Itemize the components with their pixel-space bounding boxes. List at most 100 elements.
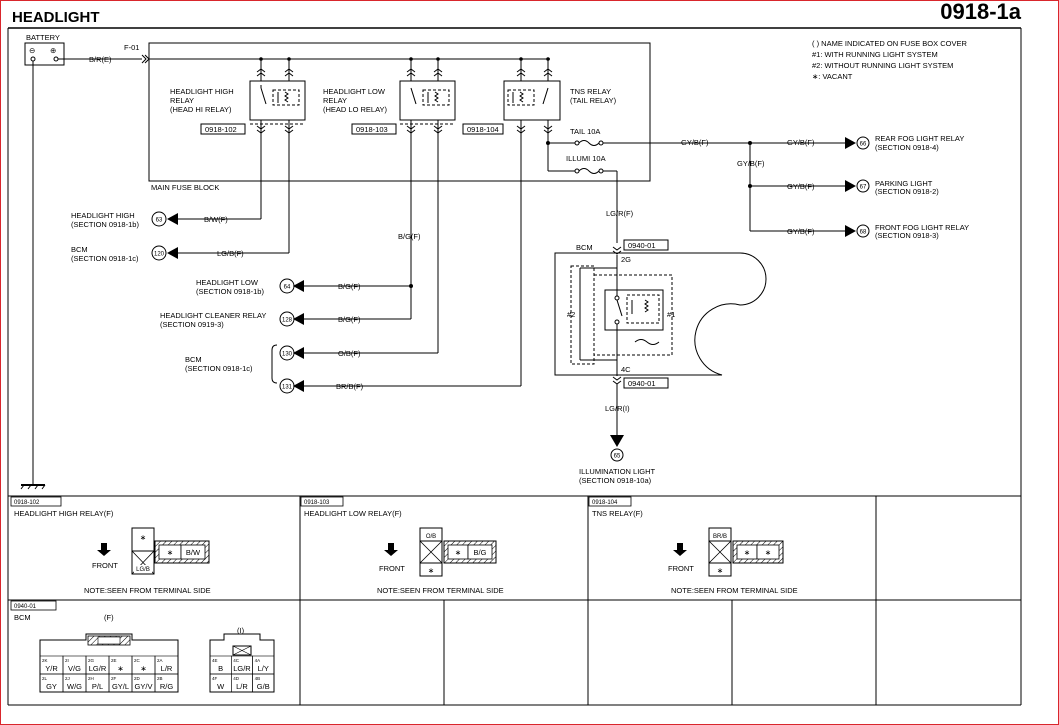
pin-wire: ∗: [140, 664, 146, 673]
connector-code: 0918-104: [592, 500, 618, 506]
wire-label: LG/R(F): [606, 209, 634, 218]
pin-wire: GY/V: [135, 682, 153, 691]
right-outputs: GY/B(F) GY/B(F) GY/B(F) GY/B(F) 66 67 68…: [737, 134, 969, 240]
wire-label: BR/B(F): [336, 382, 364, 391]
connector-title: TNS RELAY(F): [592, 509, 643, 518]
pin-id: 4F: [212, 676, 218, 681]
ref-number: 64: [284, 285, 291, 291]
hash2-label: #2: [567, 310, 575, 319]
pin-label: B/W: [186, 548, 201, 557]
relay-name: TNS RELAY: [570, 87, 611, 96]
front-arrow-icon: [673, 543, 687, 556]
relay-name: (TAIL RELAY): [570, 96, 617, 105]
connector-code: 0918-103: [304, 500, 330, 506]
wire-label: B/G(F): [338, 282, 361, 291]
connector-headlight-low-relay: 0918-103 HEADLIGHT LOW RELAY(F) FRONT O/…: [304, 500, 504, 595]
legend-item: #2: WITHOUT RUNNING LIGHT SYSTEM: [812, 61, 953, 70]
page-title: HEADLIGHT: [12, 9, 100, 26]
pin-label: 2G: [621, 255, 631, 264]
connector-title: HEADLIGHT HIGH RELAY(F): [14, 509, 114, 518]
ref-number: 120: [154, 252, 165, 258]
connector-note: NOTE:SEEN FROM TERMINAL SIDE: [671, 586, 798, 595]
pin-wire: B: [218, 664, 223, 673]
pin-wire: V/G: [68, 664, 81, 673]
tail-wire-label: GY/B(F): [681, 138, 709, 147]
pin-id: 4A: [255, 658, 261, 663]
connector-title: HEADLIGHT LOW RELAY(F): [304, 509, 402, 518]
relay-code: 0918-102: [205, 125, 237, 134]
output-name: HEADLIGHT CLEANER RELAY: [160, 311, 266, 320]
battery-label: BATTERY: [26, 33, 60, 42]
cavity-label: ∗: [140, 533, 146, 542]
headlight-low-relay: HEADLIGHT LOW RELAY (HEAD LO RELAY) 0918…: [323, 57, 456, 353]
illumi-fuse-label: ILLUMI 10A: [566, 154, 606, 163]
output-section: (SECTION 0919-3): [160, 320, 224, 329]
wire-label: GY/B(F): [787, 182, 815, 191]
page-code: 0918-1a: [940, 0, 1022, 24]
cavity-label: LG/B: [136, 567, 150, 573]
output-section: (SECTION 0918-1c): [71, 254, 139, 263]
connector-tns-relay: 0918-104 TNS RELAY(F) FRONT BR/B ∗ ∗ ∗ N…: [592, 500, 798, 595]
illumination-name: ILLUMINATION LIGHT: [579, 467, 656, 476]
pin-id: 2I: [65, 658, 69, 663]
pin-id: 4C: [233, 658, 240, 663]
pin-id: 2D: [134, 676, 141, 681]
connector-title: BCM: [14, 613, 31, 622]
bcm-module: BCM 0940-01 LG/R(F) 2G #2 #1 4C 0940-01 …: [554, 209, 767, 485]
headlight-high-relay: HEADLIGHT HIGH RELAY (HEAD HI RELAY) 091…: [170, 57, 306, 253]
pin-cell: [154, 673, 179, 693]
wire-label: LG/R(I): [605, 404, 630, 413]
wire-label: GY/B(F): [787, 138, 815, 147]
output-name: REAR FOG LIGHT RELAY: [875, 134, 964, 143]
relay-code: 0918-103: [356, 125, 388, 134]
pin-wire: P/L: [92, 682, 103, 691]
connector-code: 0940-01: [14, 604, 37, 610]
output-name: HEADLIGHT HIGH: [71, 211, 135, 220]
pin-wire: GY/L: [112, 682, 129, 691]
pin-wire: LG/R: [233, 664, 251, 673]
battery-wire-label: B/R(E): [89, 55, 112, 64]
pin-id: 2F: [111, 676, 117, 681]
pin-id: 4B: [255, 676, 261, 681]
gy-b-wire-label: GY/B(F): [737, 159, 765, 168]
tail-fuse-label: TAIL 10A: [570, 127, 600, 136]
output-name: BCM: [185, 355, 202, 364]
pin-id: 2B: [157, 676, 163, 681]
connector-note: NOTE:SEEN FROM TERMINAL SIDE: [84, 586, 211, 595]
pin-wire: R/G: [160, 682, 174, 691]
pin-id: 2K: [42, 658, 48, 663]
ref-number: 63: [156, 218, 163, 224]
front-label: FRONT: [379, 564, 405, 573]
cavity-label: ∗: [428, 566, 434, 575]
relay-name: RELAY: [170, 96, 194, 105]
front-label: FRONT: [668, 564, 694, 573]
wire-label: B/G(F): [398, 232, 421, 241]
pin-label: ∗: [765, 548, 771, 557]
pin-id: 2A: [157, 658, 163, 663]
ref-number: 65: [614, 454, 621, 460]
ref-number: 66: [860, 142, 867, 148]
relay-name: RELAY: [323, 96, 347, 105]
pin-wire: W: [217, 682, 225, 691]
front-label: FRONT: [92, 561, 118, 570]
connector-i-label: (I): [237, 626, 245, 635]
pin-wire: G/B: [257, 682, 270, 691]
connector-note: NOTE:SEEN FROM TERMINAL SIDE: [377, 586, 504, 595]
relay-name: (HEAD LO RELAY): [323, 105, 388, 114]
wire-label: GY/B(F): [787, 227, 815, 236]
front-arrow-icon: [384, 543, 398, 556]
connector-headlight-high-relay: 0918-102 HEADLIGHT HIGH RELAY(F) FRONT ∗…: [14, 500, 211, 595]
pin-id: 2L: [42, 676, 48, 681]
connector-table: [8, 495, 1021, 706]
pin-label: ∗: [744, 548, 750, 557]
output-section: (SECTION 0918-4): [875, 143, 939, 152]
cavity-label: ∗: [717, 566, 723, 575]
tns-relay: TNS RELAY (TAIL RELAY) 0918-104: [462, 57, 617, 386]
output-section: (SECTION 0918-1b): [196, 287, 264, 296]
output-name: HEADLIGHT LOW: [196, 278, 259, 287]
pin-label: ∗: [167, 548, 173, 557]
main-fuse-block: [148, 42, 651, 182]
bcm-connector-code: 0940-01: [628, 241, 656, 250]
